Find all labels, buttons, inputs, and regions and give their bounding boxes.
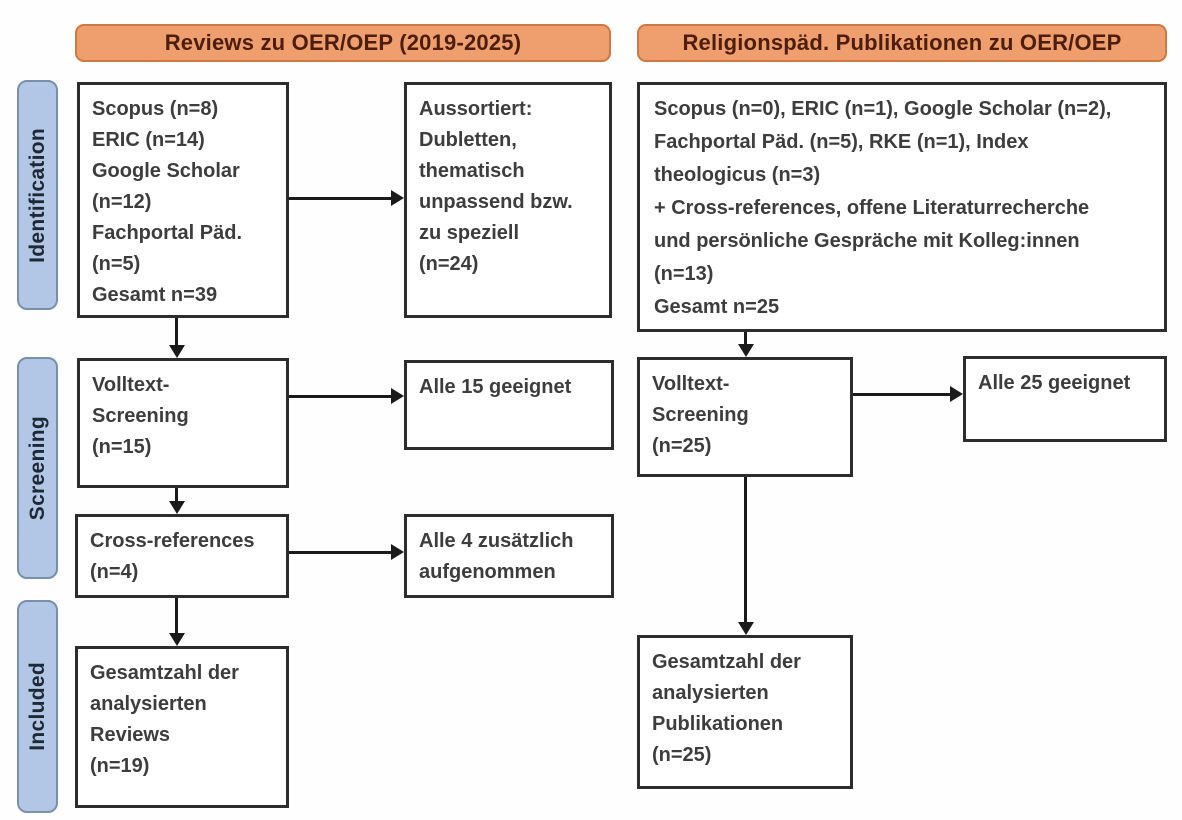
phase-bar-screening: Screening [17,357,58,579]
phase-label-included: Included [25,662,49,751]
box-right-fulltext-screening: Volltext-Screening(n=25) [637,357,853,477]
box-left-fulltext-screening: Volltext-Screening(n=15) [77,358,289,488]
phase-bar-identification: Identification [17,80,58,310]
phase-label-identification: Identification [25,127,49,263]
box-right-sources: Scopus (n=0), ERIC (n=1), Google Scholar… [637,82,1167,332]
phase-bar-included: Included [17,600,58,813]
column-header-religionspaed: Religionspäd. Publikationen zu OER/OEP [637,24,1167,62]
phase-label-screening: Screening [25,415,49,521]
box-left-crossreferences: Cross-references(n=4) [75,514,289,598]
column-header-reviews: Reviews zu OER/OEP (2019-2025) [75,24,611,62]
box-right-fulltext-result: Alle 25 geeignet [963,356,1167,442]
box-left-fulltext-result: Alle 15 geeignet [404,360,614,450]
box-left-sources: Scopus (n=8)ERIC (n=14)Google Scholar(n=… [77,82,289,318]
